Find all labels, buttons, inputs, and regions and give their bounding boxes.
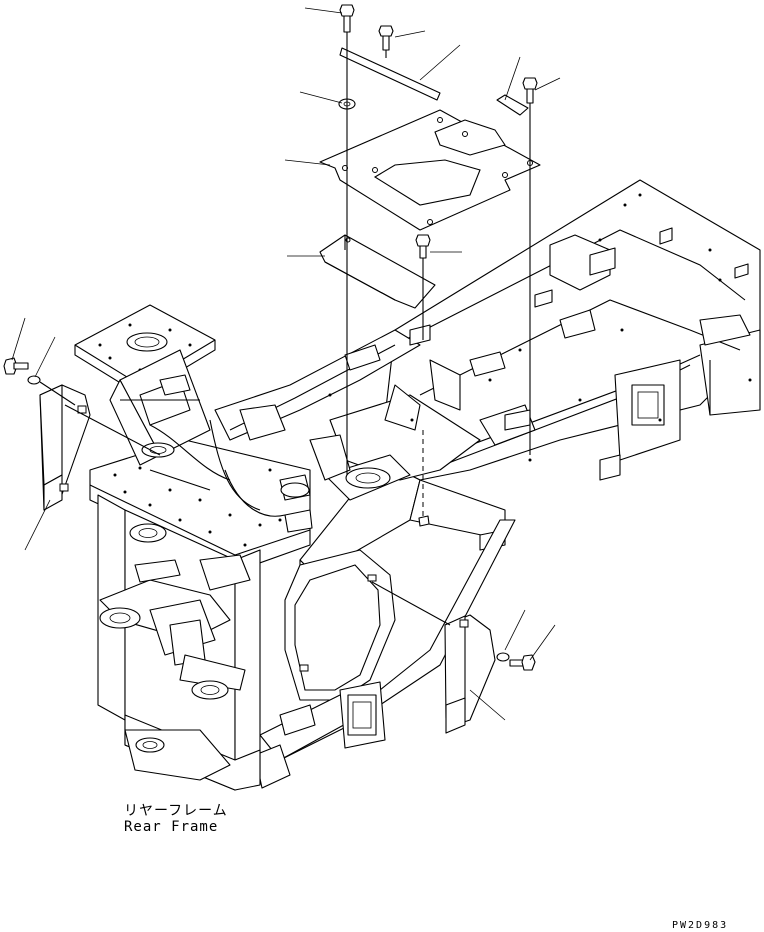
bolt-icon	[522, 77, 538, 104]
top-cover-plate	[319, 109, 541, 231]
part-label-english: Rear Frame	[124, 819, 219, 835]
top-strap-bar	[339, 47, 441, 101]
lower-bent-cover	[319, 234, 436, 309]
bolt-icon	[339, 4, 355, 33]
right-side-guard	[371, 581, 536, 734]
callout-leader-lines	[11, 7, 561, 721]
part-label-japanese: リヤーフレーム	[124, 803, 228, 819]
bolt-icon	[415, 234, 431, 259]
rear-frame	[74, 179, 761, 791]
assembly-guide-lines	[346, 32, 531, 527]
bolt-icon	[378, 25, 394, 51]
bolt-icon	[3, 357, 29, 375]
bolt-icon	[509, 654, 536, 671]
small-bracket-plate	[496, 94, 529, 116]
drawing-id: PW2D983	[672, 920, 729, 931]
left-side-guard	[3, 357, 211, 511]
